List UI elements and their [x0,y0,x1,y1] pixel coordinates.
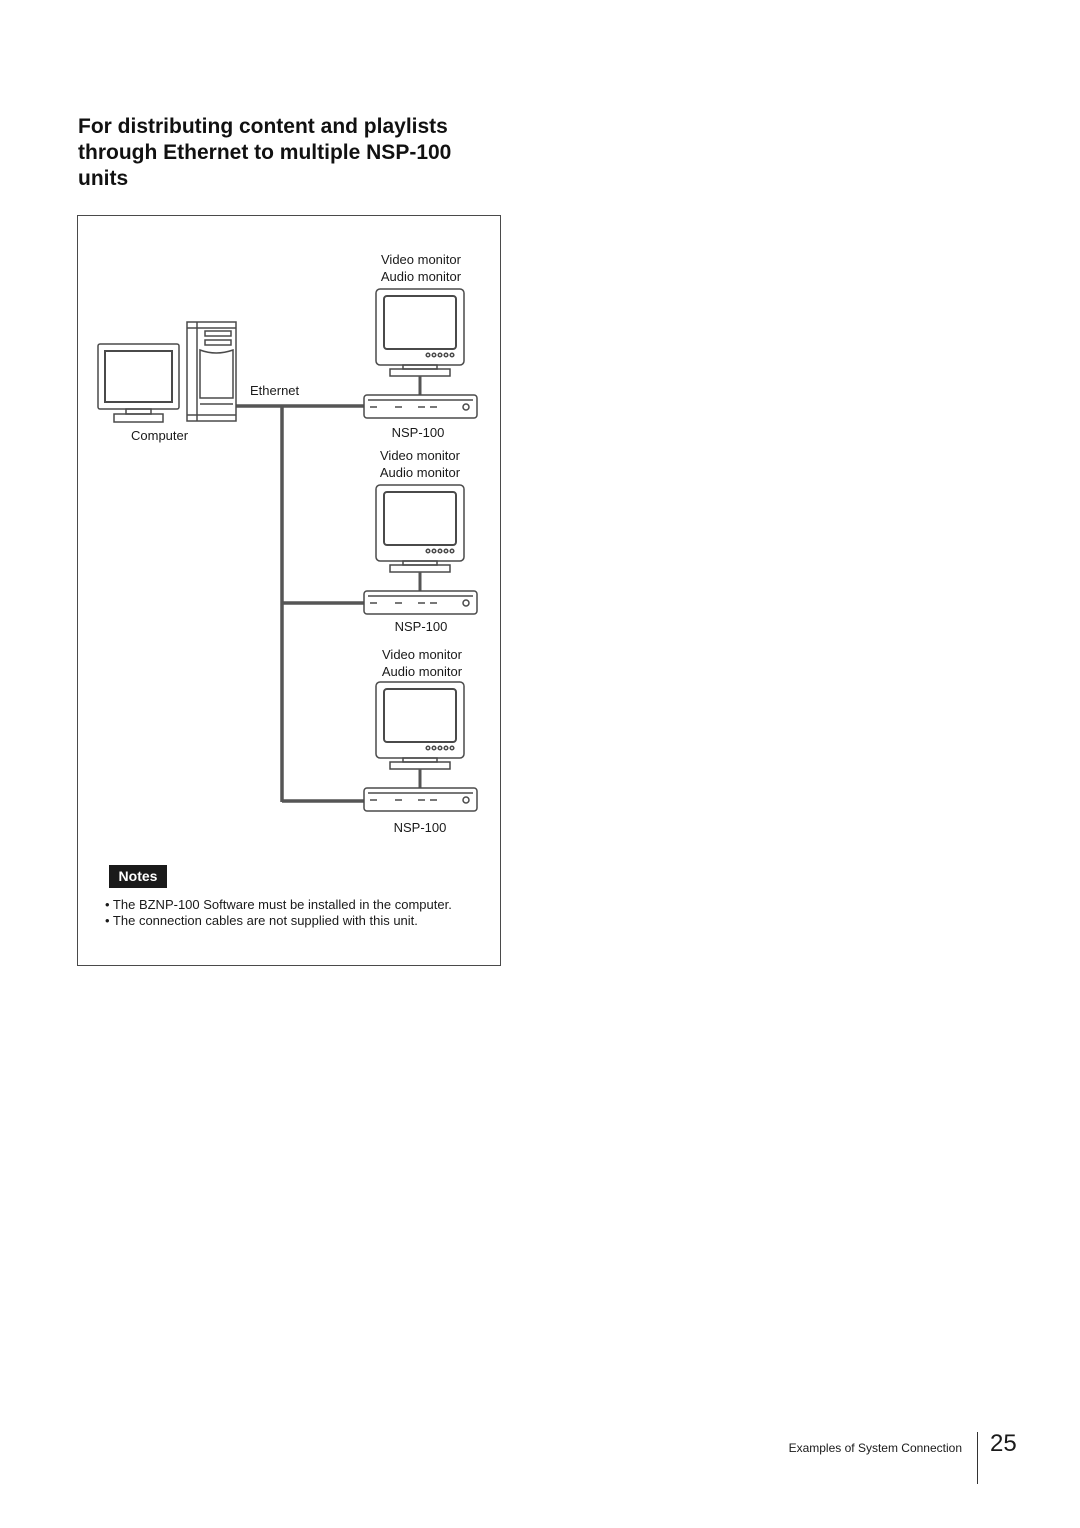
computer-tower-icon [186,321,237,422]
diagram-frame [77,215,501,966]
computer-label: Computer [131,428,189,443]
page-number: 25 [990,1430,1017,1457]
audio-monitor-label: Audio monitor [381,664,463,679]
computer-display-icon [97,343,180,423]
ethernet-label: Ethernet [250,383,300,398]
section-heading: For distributing content and playlists t… [78,114,518,192]
heading-line-3: units [78,167,129,190]
nsp-100-player-icon [363,787,478,812]
ethernet-cabling [236,404,364,803]
nsp-100-label: NSP-100 [393,820,447,835]
video-monitor-icon [375,484,465,591]
nsp-100-label: NSP-100 [391,425,445,440]
notes-tag: Notes [109,865,167,888]
nsp-100-player-icon [363,590,478,615]
video-monitor-label: Video monitor [381,252,461,267]
video-monitor-icon [375,681,465,788]
audio-monitor-label: Audio monitor [379,465,461,480]
nsp-100-player-icon [363,394,478,419]
note-item: • The BZNP-100 Software must be installe… [105,897,452,912]
heading-line-1: For distributing content and playlists [78,115,448,138]
footer-divider [977,1432,978,1484]
note-item: • The connection cables are not supplied… [105,913,418,928]
footer-section-title: Examples of System Connection [788,1441,962,1455]
video-monitor-label: Video monitor [380,448,460,463]
video-monitor-label: Video monitor [382,647,462,662]
nsp-100-label: NSP-100 [394,619,448,634]
heading-line-2: through Ethernet to multiple NSP-100 [78,141,452,164]
video-monitor-icon [375,288,465,395]
audio-monitor-label: Audio monitor [380,269,462,284]
